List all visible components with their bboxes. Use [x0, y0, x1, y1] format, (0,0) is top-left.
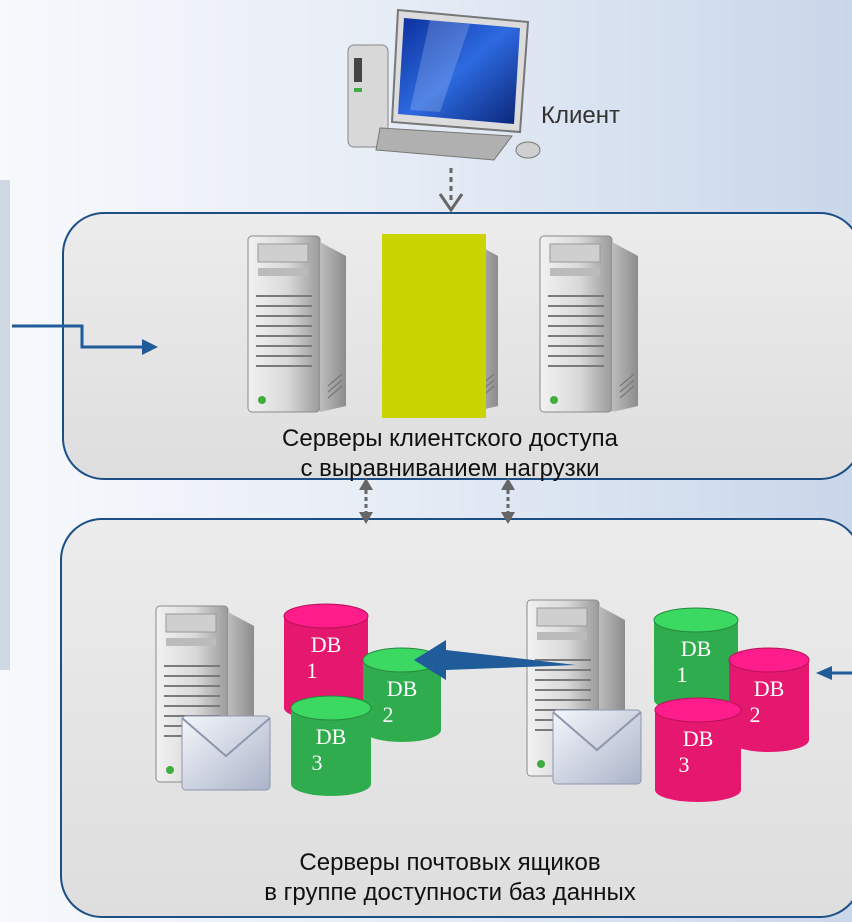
cas-caption: Серверы клиентского доступа с выравниван… — [170, 424, 730, 484]
right-server-db-3-cylinder: DB3 — [654, 697, 742, 802]
right-server-db-2-cylinder: DB2 — [728, 647, 810, 752]
highlight-block — [382, 234, 486, 418]
left-server-db-2-cylinder: DB2 — [362, 647, 442, 742]
right-server-db-2-number: 2 — [750, 702, 761, 727]
cas-caption-line2: с выравниванием нагрузки — [300, 455, 600, 482]
replication-arrow — [414, 640, 576, 680]
left-server-db-3-number: 3 — [312, 750, 323, 775]
right-server-db-3-number: 3 — [679, 752, 690, 777]
left-edge-shade — [0, 180, 10, 670]
left-server-db-1-number: 1 — [307, 658, 318, 683]
cas-caption-line1: Серверы клиентского доступа — [282, 425, 618, 452]
left-server-db-3-cylinder: DB3 — [290, 695, 372, 796]
mailbox-caption: Серверы почтовых ящиков в группе доступн… — [160, 848, 740, 908]
right-server-db-2-name: DB — [754, 676, 785, 701]
left-server-db-2-number: 2 — [383, 702, 394, 727]
right-server-db-1-name: DB — [681, 636, 712, 661]
cas-server-left-icon — [247, 235, 347, 413]
client-to-cas-arrow — [438, 168, 464, 213]
left-server-db-2-name: DB — [387, 676, 418, 701]
cas-mailbox-link-arrows — [359, 478, 515, 524]
right-server-db-1-number: 1 — [677, 662, 688, 687]
incoming-traffic-arrow — [12, 324, 158, 355]
email-envelope-left-icon — [181, 715, 271, 791]
left-server-db-1-name: DB — [311, 632, 342, 657]
client-computer-icon — [347, 8, 541, 161]
cas-server-right-icon — [539, 235, 639, 413]
mailbox-caption-line1: Серверы почтовых ящиков — [299, 849, 601, 876]
mailbox-caption-line2: в группе доступности баз данных — [264, 879, 636, 906]
right-server-db-3-name: DB — [683, 726, 714, 751]
left-server-db-3-name: DB — [316, 724, 347, 749]
email-envelope-right-icon — [552, 709, 642, 785]
right-edge-arrow — [816, 666, 852, 680]
client-label: Клиент — [541, 102, 620, 129]
right-server-db-1-cylinder: DB1 — [653, 607, 739, 712]
